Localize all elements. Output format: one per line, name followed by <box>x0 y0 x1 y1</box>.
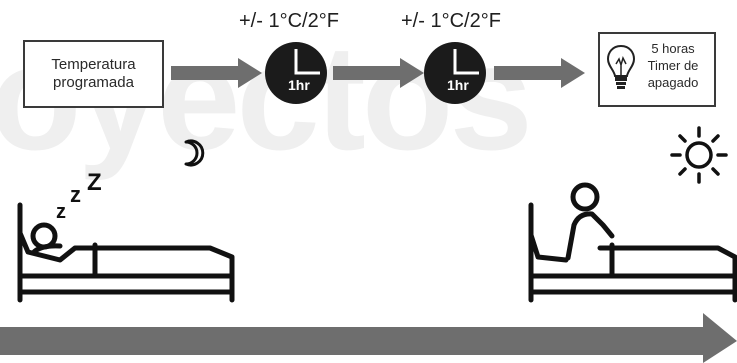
moon-icon <box>184 139 205 167</box>
clock-2-label: 1hr <box>447 77 469 93</box>
clock-icon-2 <box>424 42 486 104</box>
flow-arrow-2 <box>333 58 424 88</box>
flow-arrow-3 <box>494 58 585 88</box>
start-box-line-1: Temperatura <box>51 56 136 73</box>
step-1-temperature-label: +/- 1°C/2°F <box>239 10 339 32</box>
clock-icon-1 <box>265 42 327 104</box>
sleep-mark-2: z <box>70 182 81 207</box>
off-timer-text: 5 horas Timer de apagado <box>634 40 712 91</box>
sleeping-person-in-bed-icon <box>17 202 235 303</box>
sleep-mark-1: z <box>56 201 66 223</box>
end-box-line-1: 5 horas <box>651 41 695 56</box>
end-box-line-2: Timer de <box>647 58 699 73</box>
sleep-mark-3: Z <box>87 169 102 196</box>
step-2-temperature-label: +/- 1°C/2°F <box>401 10 501 32</box>
timeline-arrow <box>0 313 737 363</box>
off-timer-box: 5 horas Timer de apagado <box>598 32 716 107</box>
sun-icon <box>670 126 728 184</box>
person-sitting-up-in-bed-icon <box>528 182 737 303</box>
light-bulb-icon <box>606 44 636 89</box>
sleep-zzz-marks: z z Z <box>56 169 102 223</box>
flow-arrow-1 <box>171 58 262 88</box>
programmed-temperature-box: Temperatura programada <box>23 40 164 108</box>
start-box-line-2: programada <box>53 74 134 91</box>
end-box-line-3: apagado <box>647 75 699 90</box>
clock-1-label: 1hr <box>288 77 310 93</box>
